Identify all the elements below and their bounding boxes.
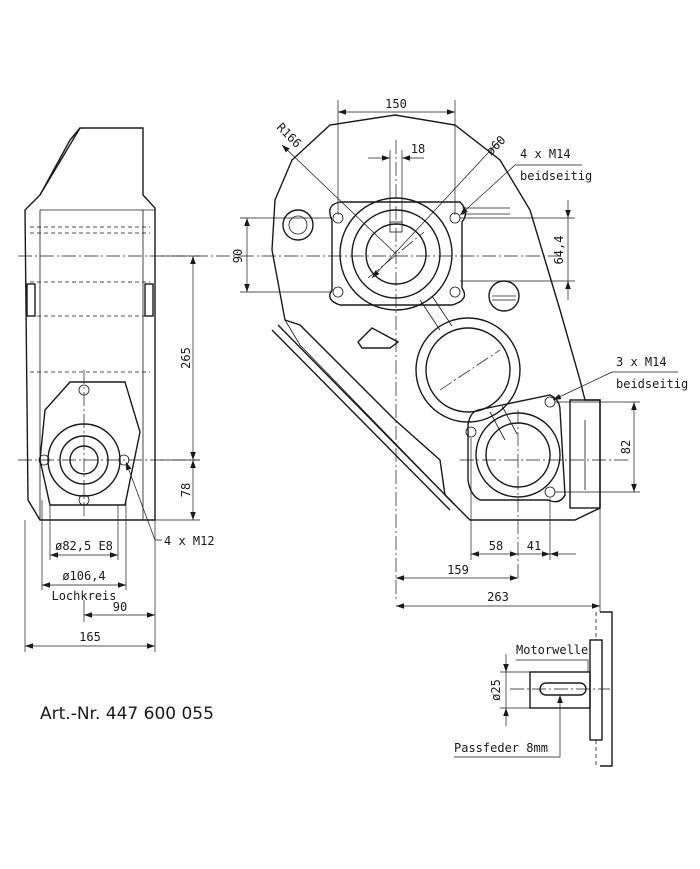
dim-18-label: 18 bbox=[411, 142, 425, 156]
front-edge bbox=[284, 319, 471, 521]
dim-265-label: 265 bbox=[179, 347, 193, 369]
side-plug bbox=[144, 283, 154, 317]
dim-64-label: 64,4 bbox=[552, 236, 566, 265]
dim-82-label: 82 bbox=[619, 440, 633, 454]
motor-shaft-detail: ø25 Motorwelle Passfeder 8mm bbox=[454, 611, 613, 767]
leader-4xm12 bbox=[125, 461, 162, 541]
middle-bore-outer bbox=[415, 317, 521, 423]
callout-3xm14: 3 x M14 bbox=[616, 355, 667, 369]
cover-plate bbox=[271, 329, 451, 511]
dim-263-label: 263 bbox=[487, 590, 509, 604]
bolt-hole bbox=[544, 396, 556, 408]
leader-4xm14 bbox=[459, 164, 582, 216]
front-slot bbox=[419, 299, 441, 331]
dim-159-label: 159 bbox=[447, 563, 469, 577]
leader-motorwelle bbox=[516, 659, 589, 672]
bolt-hole bbox=[544, 486, 556, 498]
front-centerline bbox=[439, 349, 501, 391]
passfeder-label: Passfeder 8mm bbox=[454, 741, 548, 755]
bolt-hole bbox=[465, 426, 477, 438]
motorwelle-label: Motorwelle bbox=[516, 643, 588, 657]
front-slot bbox=[501, 405, 518, 435]
lower-flange bbox=[467, 394, 566, 503]
dim-41-label: 41 bbox=[527, 539, 541, 553]
dim-58-label: 58 bbox=[489, 539, 503, 553]
lochkreis-label: Lochkreis bbox=[51, 589, 116, 603]
front-view: 150 18 R166 ø60 4 x M14 beidseitig 90 64… bbox=[231, 97, 688, 612]
callout-4xm12: 4 x M12 bbox=[164, 534, 215, 548]
front-slot bbox=[489, 411, 506, 441]
oil-plug-inner bbox=[288, 215, 308, 235]
callout-3xm14-sub: beidseitig bbox=[616, 377, 688, 391]
article-number: Art.-Nr. 447 600 055 bbox=[40, 704, 214, 724]
bolt-hole bbox=[332, 286, 344, 298]
front-vent bbox=[357, 327, 400, 349]
dim-d1064-label: ø106,4 bbox=[62, 569, 105, 583]
motor-flange-edge bbox=[600, 611, 613, 767]
bolt-hole bbox=[449, 286, 461, 298]
dim-165-label: 165 bbox=[79, 630, 101, 644]
dim-78-label: 78 bbox=[179, 483, 193, 497]
dim-d25-label: ø25 bbox=[489, 679, 503, 701]
right-mount bbox=[569, 399, 601, 509]
upper-flange bbox=[329, 201, 467, 306]
side-flange bbox=[39, 381, 141, 506]
dim-d825-label: ø82,5 E8 bbox=[55, 539, 113, 553]
leader-passfeder bbox=[454, 695, 563, 758]
leader-3xm14 bbox=[552, 371, 678, 401]
oil-plug bbox=[282, 209, 314, 241]
dim-150-label: 150 bbox=[385, 97, 407, 111]
cover-plate bbox=[277, 324, 456, 506]
callout-4xm14-sub: beidseitig bbox=[520, 169, 592, 183]
side-view: 265 78 ø82,5 E8 ø106,4 Lochkreis 90 165 … bbox=[18, 127, 240, 652]
motor-flange bbox=[589, 639, 603, 741]
dim-line-r166 bbox=[281, 144, 397, 255]
side-housing-outline bbox=[24, 127, 156, 521]
dim-90-label: 90 bbox=[113, 600, 127, 614]
front-housing-outline bbox=[271, 114, 601, 521]
middle-bore bbox=[425, 327, 511, 413]
dim-line-d60 bbox=[371, 139, 501, 279]
dim-90-front-label: 90 bbox=[231, 249, 245, 263]
side-plug bbox=[26, 283, 36, 317]
side-top-cover bbox=[39, 127, 81, 196]
dim-r166-label: R166 bbox=[274, 120, 304, 150]
callout-4xm14: 4 x M14 bbox=[520, 147, 571, 161]
